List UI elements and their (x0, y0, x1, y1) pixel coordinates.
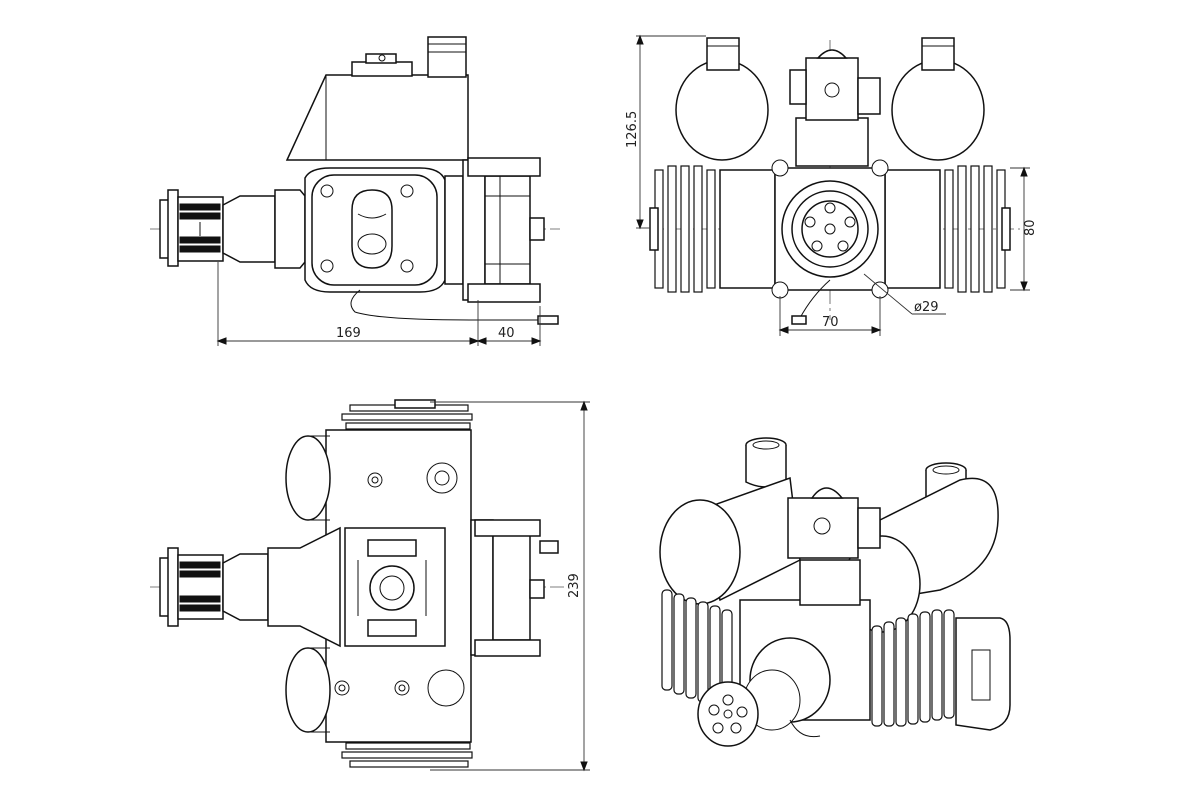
side-view: 169 40 (150, 36, 560, 346)
top-view: 239 (150, 399, 590, 772)
dim-169-label: 169 (336, 326, 361, 341)
iso-left-cylinder (661, 589, 733, 707)
iso-right-cylinder (871, 609, 1011, 731)
dim-40-label: 40 (498, 326, 515, 341)
front-left-cylinder (649, 165, 776, 293)
dim-80-label: 80 (1023, 219, 1038, 236)
front-view: 126.5 80 70 ø29 (625, 34, 1038, 336)
dim-126-5-label: 126.5 (625, 111, 640, 148)
dim-70-label: 70 (822, 315, 839, 330)
dim-239-label: 239 (567, 573, 582, 598)
isometric-view (659, 437, 1011, 747)
dim-29-label: ø29 (914, 300, 939, 315)
front-right-cylinder (884, 165, 1011, 293)
